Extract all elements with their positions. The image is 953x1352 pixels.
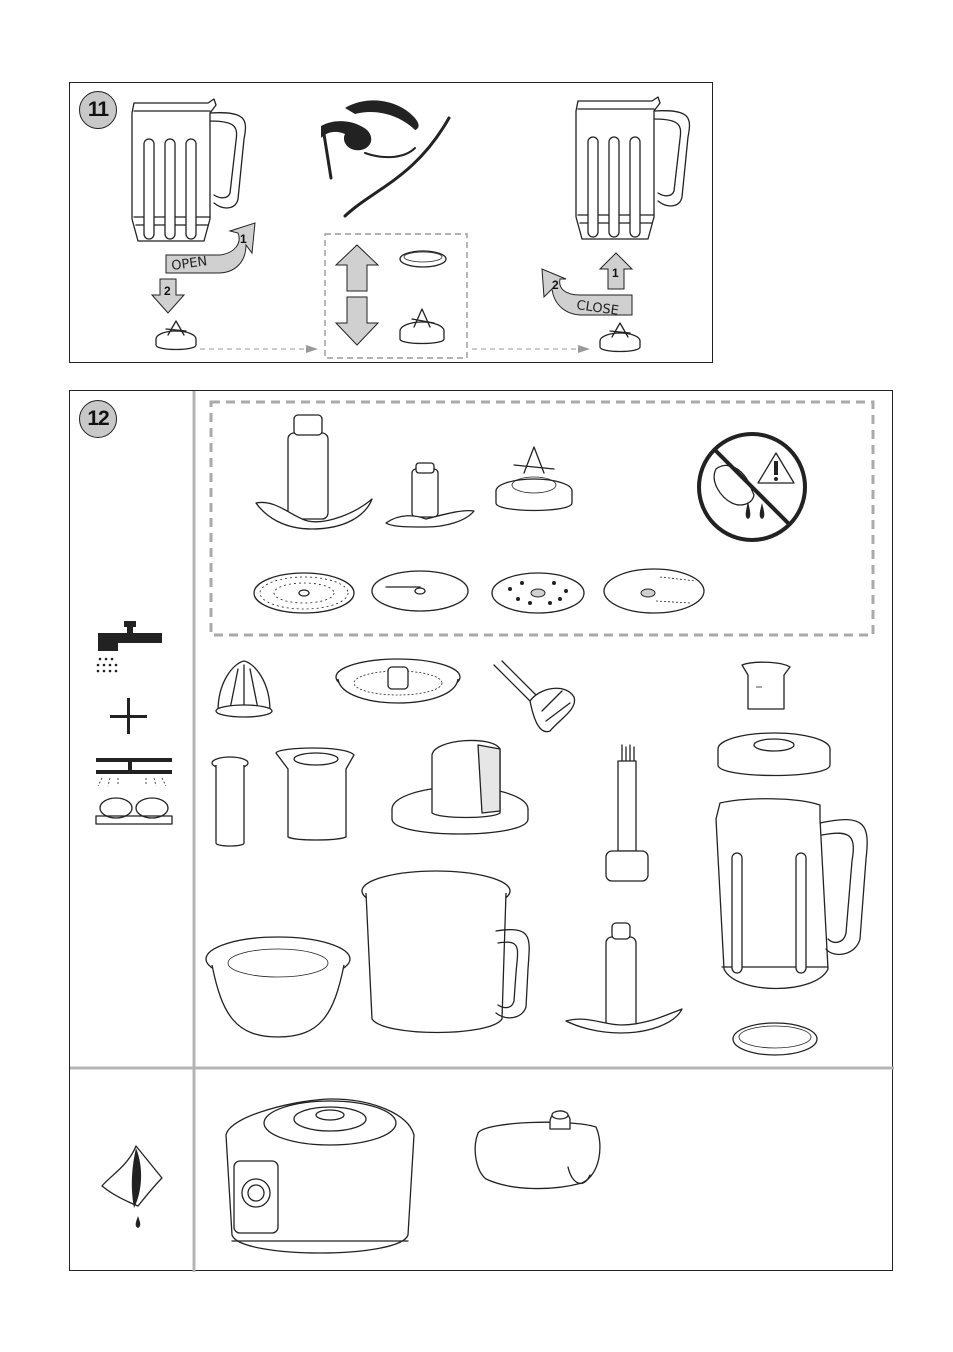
blade-assembly-icon	[156, 321, 196, 350]
slicer-disc-icon	[372, 571, 468, 611]
wipe-cloth-icon	[102, 1146, 162, 1228]
measuring-cup-icon	[742, 662, 790, 709]
dishwasher-icon	[96, 758, 172, 824]
mini-chopper-blade-icon	[566, 923, 682, 1033]
down-arrow-icon: 2	[152, 279, 184, 313]
close-step-2: 2	[552, 278, 559, 292]
juicer-bowl-icon	[206, 937, 350, 1037]
chopping-blade-icon	[256, 415, 372, 529]
step-11-illustration: OPEN 1 2	[70, 83, 714, 364]
blender-jug-icon	[132, 99, 245, 241]
plus-icon	[110, 698, 147, 734]
food-processor-lid-icon	[392, 740, 528, 834]
large-pusher-icon	[276, 748, 354, 840]
small-pusher-icon	[212, 757, 248, 846]
step-12-illustration	[70, 391, 894, 1272]
dough-blade-icon	[386, 463, 474, 527]
eye-inspect-icon	[321, 100, 449, 216]
seal-ring-icon	[400, 251, 446, 267]
warning-sharp-blade-icon	[699, 434, 805, 540]
drive-cover-icon	[475, 1111, 600, 1189]
step-12-panel: 12	[69, 390, 893, 1271]
seal-ring-icon	[733, 1023, 817, 1055]
blender-jug-icon	[716, 799, 867, 989]
processor-bowl-icon	[362, 871, 529, 1033]
open-step-2: 2	[164, 284, 171, 298]
step-11-panel: 1 1 OPEN 1 2	[69, 82, 713, 363]
blade-assembly-icon	[600, 323, 640, 352]
blender-lid-icon	[718, 733, 830, 776]
citrus-cone-icon	[216, 661, 272, 717]
whisk-attachment-icon	[494, 661, 575, 732]
close-step-1: 1	[612, 266, 619, 280]
emulsifying-blade-shaft-icon	[606, 745, 648, 881]
up-arrow-icon: 1	[600, 253, 632, 289]
julienne-disc-icon	[604, 569, 704, 613]
juicer-sieve-icon	[336, 659, 460, 703]
blade-assembly-icon	[400, 309, 444, 344]
blender-blade-assembly-icon	[496, 447, 572, 511]
open-step-1: 1	[240, 232, 247, 246]
tap-water-icon	[97, 621, 162, 672]
blender-jug-icon	[576, 97, 689, 239]
motor-base-icon	[226, 1099, 414, 1253]
coarse-grater-disc-icon	[492, 573, 584, 613]
grater-disc-icon	[254, 573, 354, 613]
up-down-arrows-icon	[336, 245, 378, 345]
